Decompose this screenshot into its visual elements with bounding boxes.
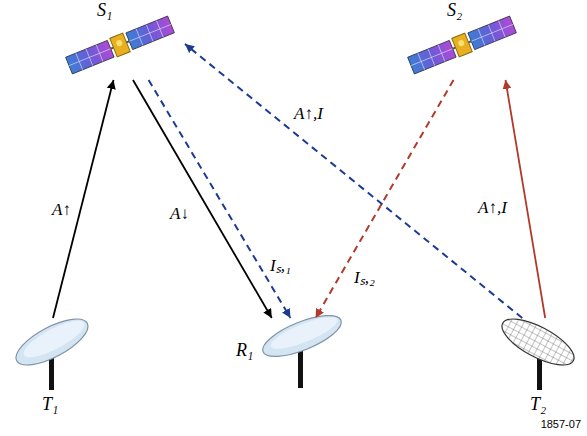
signal-path	[506, 80, 546, 318]
station-label: S₂	[447, 0, 462, 20]
satellite-icon	[407, 15, 516, 75]
station-label: S₁	[97, 0, 112, 20]
satellite-icon	[65, 15, 174, 75]
signal-label: A↑	[50, 200, 73, 219]
earth-station-node: T₂	[490, 318, 582, 418]
earth-station-node: R₁	[228, 318, 353, 388]
signal-label: Iₛ,₁	[268, 256, 293, 275]
signal-path	[53, 80, 114, 318]
dish-antenna	[10, 310, 95, 390]
satellite-node: S₁	[55, 0, 185, 80]
signal-label: A↑,I	[476, 198, 509, 217]
signal-path	[133, 80, 272, 318]
signal-path	[316, 80, 454, 318]
figure-number: 1857-07	[541, 418, 581, 430]
signal-label: Iₛ,₂	[352, 268, 377, 287]
signal-path	[149, 80, 291, 318]
station-label: T₂	[530, 394, 546, 414]
dish-antenna	[496, 310, 581, 390]
earth-station-node: T₁	[8, 318, 98, 418]
satellite-node: S₂	[395, 0, 525, 80]
signal-label: A↓	[168, 204, 191, 223]
signal-label: A↑,I	[292, 104, 325, 123]
dish-antenna	[258, 307, 346, 388]
station-label: R₁	[236, 340, 253, 360]
station-label: T₁	[42, 394, 58, 414]
signal-path	[185, 44, 522, 318]
